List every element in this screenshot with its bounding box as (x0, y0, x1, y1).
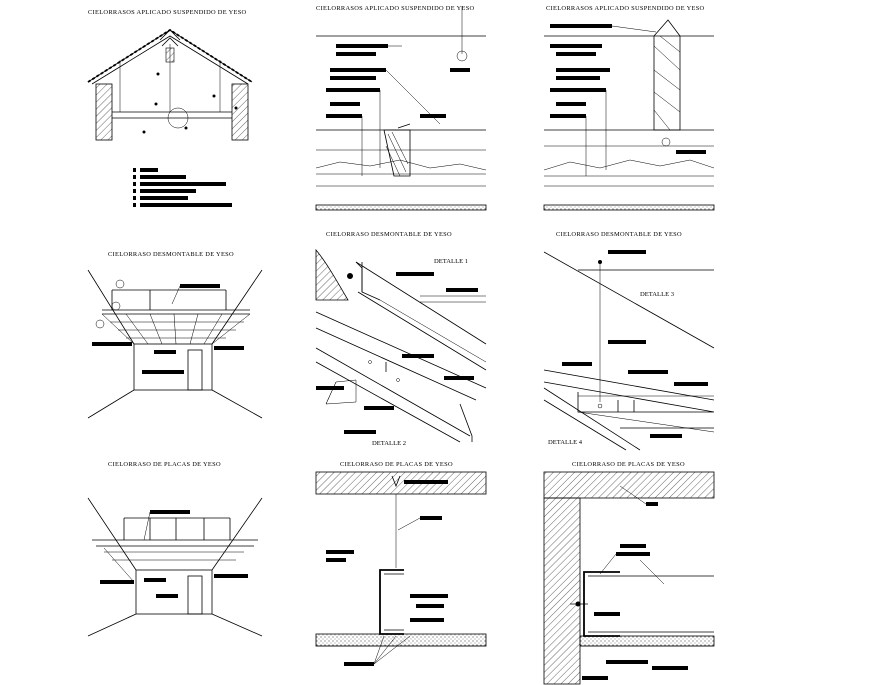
panel-title: CIELORRASO DESMONTABLE DE YESO (326, 231, 452, 238)
legend-list (133, 168, 232, 207)
panel-removable-details-3-4: CIELORRASO DESMONTABLE DE YESO DETALLE 3… (543, 231, 715, 451)
panel-plates-room: CIELORRASO DE PLACAS DE YESO (87, 461, 263, 637)
panel-title: CIELORRASO DE PLACAS DE YESO (108, 461, 221, 468)
panel-plates-detail-b: CIELORRASO DE PLACAS DE YESO (543, 461, 715, 685)
panel-title: CIELORRASO DE PLACAS DE YESO (340, 461, 453, 468)
panel-removable-details-1-2: CIELORRASO DESMONTABLE DE YESO DETALLE 1… (315, 231, 487, 447)
detail-label-1: DETALLE 1 (434, 258, 468, 265)
detail-label-4: DETALLE 4 (548, 439, 583, 446)
panel-title: CIELORRASO DESMONTABLE DE YESO (108, 251, 234, 258)
panel-roof-section: CIELORRASOS APLICADO SUSPENDIDO DE YESO (87, 9, 253, 207)
detail-label-3: DETALLE 3 (640, 291, 675, 298)
panel-title: CIELORRASOS APLICADO SUSPENDIDO DE YESO (88, 9, 247, 16)
panel-title: CIELORRASOS APLICADO SUSPENDIDO DE YESO (546, 5, 705, 12)
panel-title: CIELORRASO DESMONTABLE DE YESO (556, 231, 682, 238)
panel-title: CIELORRASOS APLICADO SUSPENDIDO DE YESO (316, 5, 475, 12)
panel-title: CIELORRASO DE PLACAS DE YESO (572, 461, 685, 468)
panel-suspended-detail-a: CIELORRASOS APLICADO SUSPENDIDO DE YESO (315, 5, 487, 211)
detail-label-2: DETALLE 2 (372, 440, 406, 447)
panel-plates-detail-a: CIELORRASO DE PLACAS DE YESO (315, 461, 487, 666)
panel-suspended-detail-b: CIELORRASOS APLICADO SUSPENDIDO DE YESO (543, 5, 715, 211)
panel-removable-room: CIELORRASO DESMONTABLE DE YESO (87, 251, 263, 419)
